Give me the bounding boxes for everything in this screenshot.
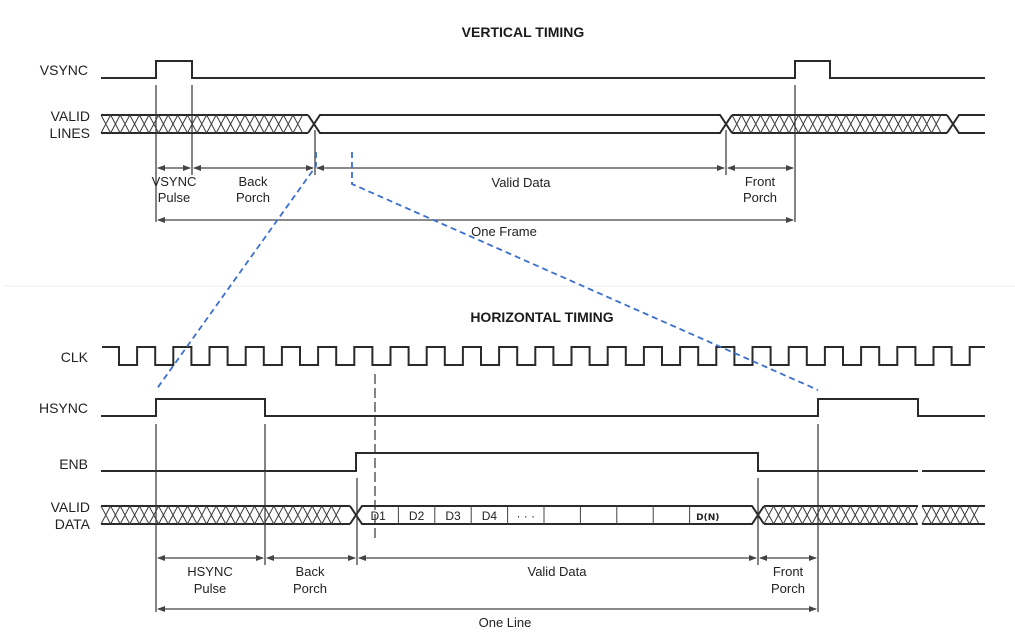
valid-lines-blanking-left	[100, 114, 315, 134]
data-cell-10: D(N)	[696, 513, 719, 523]
vsync-label: VSYNC	[40, 62, 88, 78]
hatch-pattern	[921, 505, 980, 525]
hatch-outline	[101, 114, 315, 134]
hatch-pattern	[100, 505, 342, 525]
vsync-waveform	[101, 60, 985, 79]
zoom-guide-left	[155, 152, 317, 391]
valid-lines-next-frame	[952, 114, 985, 134]
enb-waveform	[101, 452, 985, 472]
horizontal-timing-section: HORIZONTAL TIMING CLK HSYNC ENB VALID DA…	[39, 309, 985, 630]
data-cell-2: D2	[409, 509, 425, 523]
hatch-outline	[725, 114, 954, 134]
h-seg-back-porch-line1: Back	[296, 564, 325, 579]
valid-lines-active-region	[312, 114, 728, 134]
h-seg-front-porch-line2: Porch	[771, 581, 805, 596]
valid-lines-blanking-right	[725, 114, 954, 134]
v-seg-front-porch-line2: Porch	[743, 190, 777, 205]
valid-data-blanking-next	[921, 505, 985, 525]
h-seg-back-porch-line2: Porch	[293, 581, 327, 596]
data-cell-5: · · ·	[516, 509, 535, 523]
data-cells: D1 D2 D3 D4 · · · D(N)	[371, 506, 719, 524]
v-seg-back-porch-line1: Back	[239, 174, 268, 189]
v-seg-front-porch-line1: Front	[745, 174, 776, 189]
h-seg-front-porch-line1: Front	[773, 564, 804, 579]
v-seg-vsync-pulse-line1: VSYNC	[152, 174, 197, 189]
v-seg-back-porch-line2: Porch	[236, 190, 270, 205]
hatch-pattern	[763, 505, 919, 525]
valid-data-blanking-left	[100, 505, 357, 525]
valid-data-label-1: VALID	[51, 499, 90, 515]
v-seg-valid-data: Valid Data	[491, 175, 551, 190]
clk-label: CLK	[61, 349, 89, 365]
h-seg-hsync-pulse-line1: HSYNC	[187, 564, 233, 579]
data-cell-1: D1	[371, 509, 387, 523]
h-seg-valid-data: Valid Data	[527, 564, 587, 579]
zoom-guide-right	[351, 152, 819, 391]
data-cell-3: D3	[445, 509, 461, 523]
horizontal-timing-title: HORIZONTAL TIMING	[470, 309, 613, 325]
hatch-pattern	[731, 114, 942, 134]
hatch-outline	[922, 505, 985, 525]
valid-data-blanking-right	[757, 505, 919, 525]
hatch-pattern	[100, 114, 304, 134]
h-seg-hsync-pulse-line2: Pulse	[194, 581, 227, 596]
clk-waveform	[102, 346, 985, 366]
enb-label: ENB	[59, 456, 88, 472]
vertical-timing-section: VERTICAL TIMING VSYNC VALID LINES VSYNC …	[40, 24, 985, 239]
one-frame-label: One Frame	[471, 224, 537, 239]
valid-lines-label-2: LINES	[50, 125, 90, 141]
one-line-label: One Line	[479, 615, 532, 630]
v-seg-vsync-pulse-line2: Pulse	[158, 190, 191, 205]
hsync-waveform	[101, 398, 985, 417]
valid-data-label-2: DATA	[55, 516, 91, 532]
hatch-outline	[101, 505, 357, 525]
valid-lines-label-1: VALID	[51, 108, 90, 124]
hsync-label: HSYNC	[39, 400, 88, 416]
vertical-timing-title: VERTICAL TIMING	[462, 24, 585, 40]
data-cell-4: D4	[482, 509, 498, 523]
